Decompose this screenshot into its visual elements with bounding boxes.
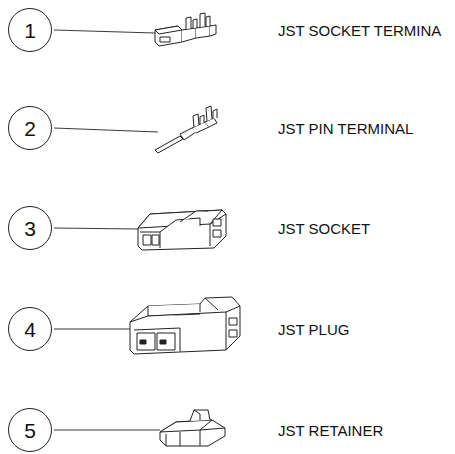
socket-terminal <box>155 13 216 46</box>
retainer <box>160 410 225 446</box>
callout-circle: 5 <box>8 408 52 452</box>
callout-number: 1 <box>24 20 36 41</box>
part-name: JST SOCKET TERMINA <box>278 23 441 38</box>
part-name: JST RETAINER <box>278 423 383 438</box>
callout-number: 3 <box>24 218 36 239</box>
callout-number: 5 <box>24 420 36 441</box>
pin-terminal <box>155 106 217 153</box>
callout-circle: 4 <box>8 307 52 351</box>
callout-circle: 2 <box>8 106 52 150</box>
callout-number: 2 <box>24 118 36 139</box>
part-name: JST PIN TERMINAL <box>278 121 413 136</box>
callout-number: 4 <box>24 319 36 340</box>
callout-circle: 1 <box>8 8 52 52</box>
socket-housing <box>138 210 226 250</box>
plug-housing <box>130 297 240 354</box>
part-name: JST SOCKET <box>278 221 370 236</box>
callout-circle: 3 <box>8 206 52 250</box>
part-name: JST PLUG <box>278 322 349 337</box>
